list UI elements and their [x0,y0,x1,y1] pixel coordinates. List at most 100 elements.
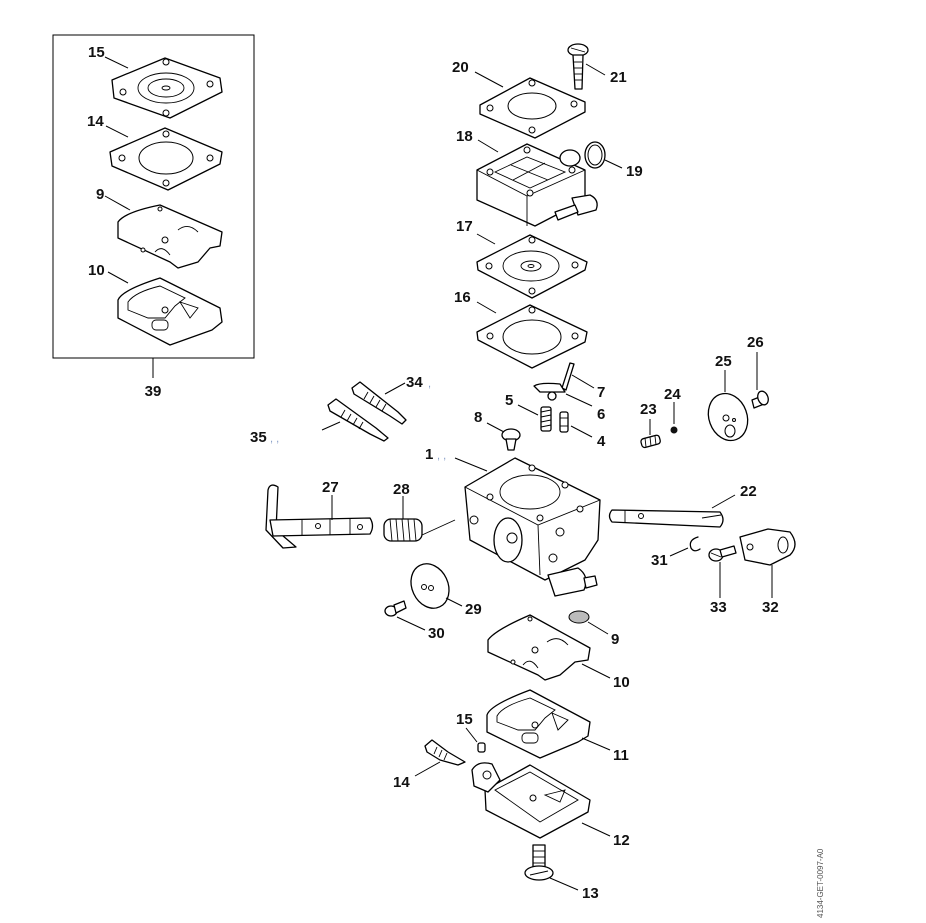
callout-28[interactable]: 28 [393,481,410,498]
callout-1[interactable]: 1 [425,446,433,463]
callout-12[interactable]: 12 [613,832,630,849]
leader-kit-10 [107,271,129,284]
part-6-inlet-control-lever[interactable] [533,382,566,401]
callout-29[interactable]: 29 [465,601,482,618]
kit-part-14-gasket[interactable] [109,127,223,191]
callout-10[interactable]: 10 [613,674,630,691]
leader-kit-14 [105,125,129,138]
callout-31[interactable]: 31 [651,552,668,569]
kit-part-10-pump-gasket[interactable] [117,277,223,346]
part-25-throttle-valve-disc[interactable] [702,388,754,446]
part-33-screw[interactable] [708,545,737,562]
callout-15[interactable]: 15 [456,711,473,728]
part-8-screw[interactable] [501,428,521,451]
callout-39[interactable]: 39 [145,383,162,400]
leader-16 [476,301,497,314]
part-26-screw[interactable] [751,390,770,409]
part-24-ball[interactable] [670,426,678,434]
leader-4 [570,425,593,438]
kit-part-15-metering-diaphragm[interactable] [111,57,223,119]
part-22-throttle-shaft[interactable] [608,509,724,528]
callout-8[interactable]: 8 [474,409,482,426]
leader-kit-9 [104,195,131,211]
callout-11[interactable]: 11 [613,747,629,764]
callout-27[interactable]: 27 [322,479,339,496]
leader-8 [486,422,505,433]
part-14-adjusting-needle[interactable] [424,739,466,766]
document-id: 4134-GET-0097-A0 [816,848,825,918]
callout-25[interactable]: 25 [715,353,732,370]
callout-34[interactable]: 34 [406,374,423,391]
callout-5[interactable]: 5 [505,392,513,409]
part-20-gasket[interactable] [479,77,586,139]
callout-24[interactable]: 24 [664,386,681,403]
leader-34 [384,382,406,395]
kit-part-9-pump-diaphragm[interactable] [117,204,223,269]
callout-26[interactable]: 26 [747,334,764,351]
callout-19[interactable]: 19 [626,163,643,180]
callout-14[interactable]: 14 [393,774,410,791]
part-10-pump-diaphragm[interactable] [487,614,591,681]
callout-20[interactable]: 20 [452,59,469,76]
callout-16[interactable]: 16 [454,289,471,306]
callout-35-suffix: , , [270,433,279,445]
part-30-screw[interactable] [384,600,407,617]
part-11-gasket[interactable] [486,689,591,759]
part-16-gasket[interactable] [476,304,588,369]
leader-kit-15 [104,56,129,69]
part-27-choke-shaft[interactable] [265,484,374,549]
callout-9[interactable]: 9 [611,631,619,648]
part-7-pin[interactable] [561,362,575,391]
part-5-spring[interactable] [540,406,552,432]
leader-10 [581,663,611,679]
leader-12 [581,822,611,837]
leader-21 [585,63,606,76]
leader-18 [477,139,499,153]
leader-6 [565,393,593,407]
callout-23[interactable]: 23 [640,401,657,418]
callout-17[interactable]: 17 [456,218,473,235]
callout-30[interactable]: 30 [428,625,445,642]
part-21-screw[interactable] [567,43,589,90]
callout-13[interactable]: 13 [582,885,599,902]
part-35-adjusting-screw[interactable] [327,398,389,442]
leader-13 [549,877,579,891]
callout-33[interactable]: 33 [710,599,727,616]
leader-7 [571,374,595,389]
part-12-end-cover[interactable] [471,762,591,839]
part-34-adjusting-screw[interactable] [351,381,407,425]
leader-29 [445,597,463,607]
callout-7[interactable]: 7 [597,384,605,401]
leader-19 [604,159,623,169]
leader-35 [321,421,341,431]
callout-21[interactable]: 21 [610,69,627,86]
part-19-o-ring[interactable] [584,141,606,169]
callout-22[interactable]: 22 [740,483,757,500]
part-9-fuel-screen[interactable] [568,610,590,624]
callout-kit-14[interactable]: 14 [87,113,104,130]
part-18-pump-cover[interactable] [476,143,598,227]
callout-35[interactable]: 35 [250,429,267,446]
part-17-pump-diaphragm[interactable] [476,234,588,299]
callout-kit-9[interactable]: 9 [96,186,104,203]
part-15-plug[interactable] [477,742,486,753]
callout-32[interactable]: 32 [762,599,779,616]
leader-17 [476,233,496,245]
callout-18[interactable]: 18 [456,128,473,145]
part-4-inlet-needle[interactable] [559,411,569,433]
part-32-throttle-lever[interactable] [739,528,796,566]
leader-30 [396,616,426,631]
part-29-choke-valve-disc[interactable] [404,558,456,615]
leader-31 [669,547,689,557]
part-31-e-clip[interactable] [689,536,701,552]
callout-4[interactable]: 4 [597,433,606,450]
part-28-torsion-spring[interactable] [383,518,456,542]
part-23-spring[interactable] [640,434,661,449]
part-13-screw[interactable] [524,844,554,881]
leader-14 [414,761,441,777]
callout-kit-15[interactable]: 15 [88,44,105,61]
callout-6[interactable]: 6 [597,406,605,423]
callout-kit-10[interactable]: 10 [88,262,105,279]
part-1-carburetor-body[interactable] [464,457,601,597]
